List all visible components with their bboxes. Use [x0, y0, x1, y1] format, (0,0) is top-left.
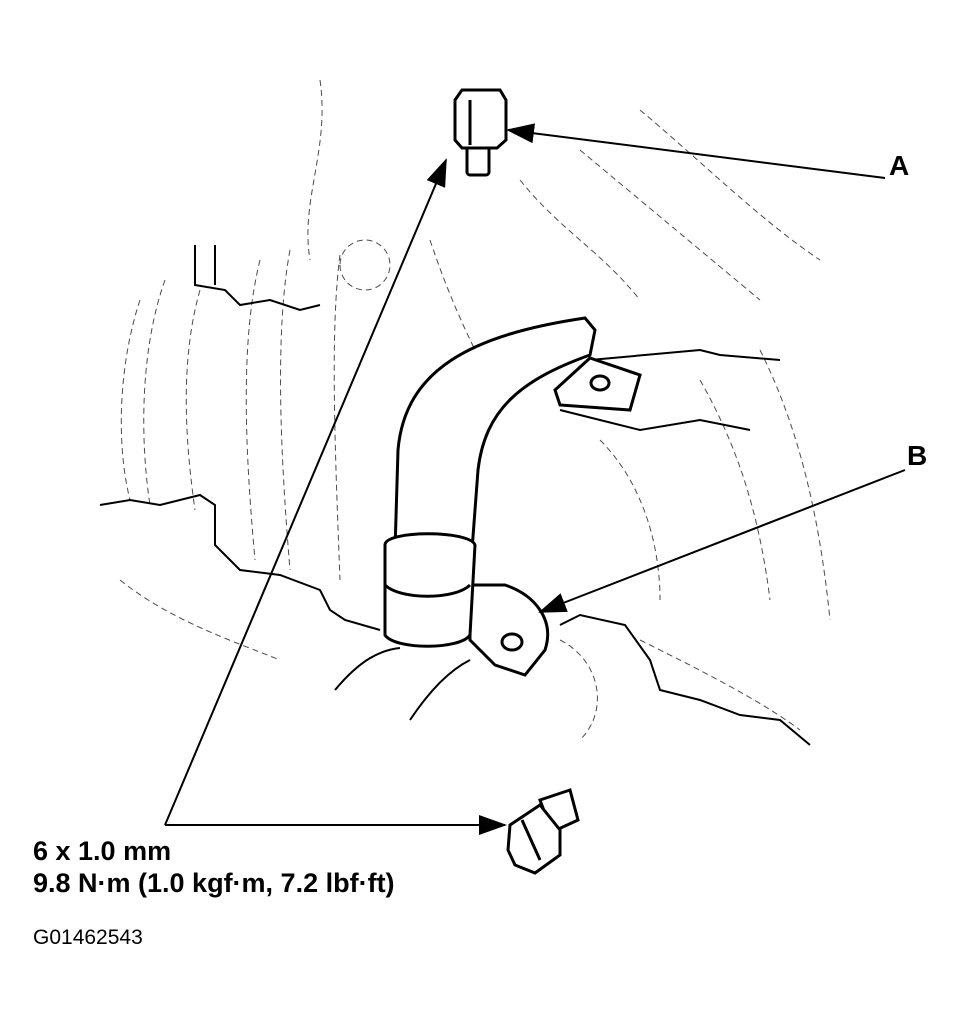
bolt-size-spec: 6 x 1.0 mm	[33, 836, 172, 866]
leader-a	[506, 123, 886, 179]
engine-background	[119, 79, 831, 741]
callout-b: B	[907, 440, 928, 471]
callout-a: A	[889, 150, 910, 181]
engine-outline	[99, 245, 811, 746]
figure-id: G01462543	[33, 926, 143, 949]
leader-spec-top	[164, 158, 447, 826]
pipe	[393, 316, 597, 552]
torque-spec: 9.8 N·m (1.0 kgf·m, 7.2 lbf·ft)	[33, 868, 395, 898]
pipe-bracket	[468, 356, 642, 677]
bolt-bottom	[506, 788, 580, 875]
pipe-collar	[383, 532, 477, 648]
bolt-top	[453, 88, 508, 177]
leader-b	[538, 469, 906, 613]
leader-lines	[164, 123, 906, 835]
